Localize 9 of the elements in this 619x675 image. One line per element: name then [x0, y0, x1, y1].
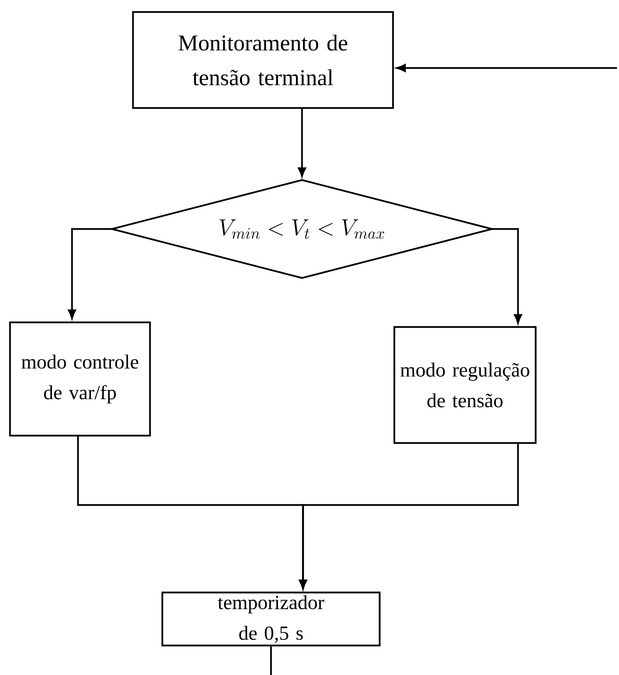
arrow	[396, 64, 617, 72]
process-box: modo regulação de tensão	[393, 326, 537, 444]
arrow	[298, 108, 306, 177]
arrow	[68, 228, 112, 319]
timer-box: temporizador de 0,5 s	[161, 592, 381, 646]
arrow	[299, 444, 519, 590]
process-box: Monitoramento de tensão terminal	[132, 11, 394, 109]
arrow	[492, 228, 522, 324]
process-box: modo controle de var/fp	[9, 321, 151, 437]
